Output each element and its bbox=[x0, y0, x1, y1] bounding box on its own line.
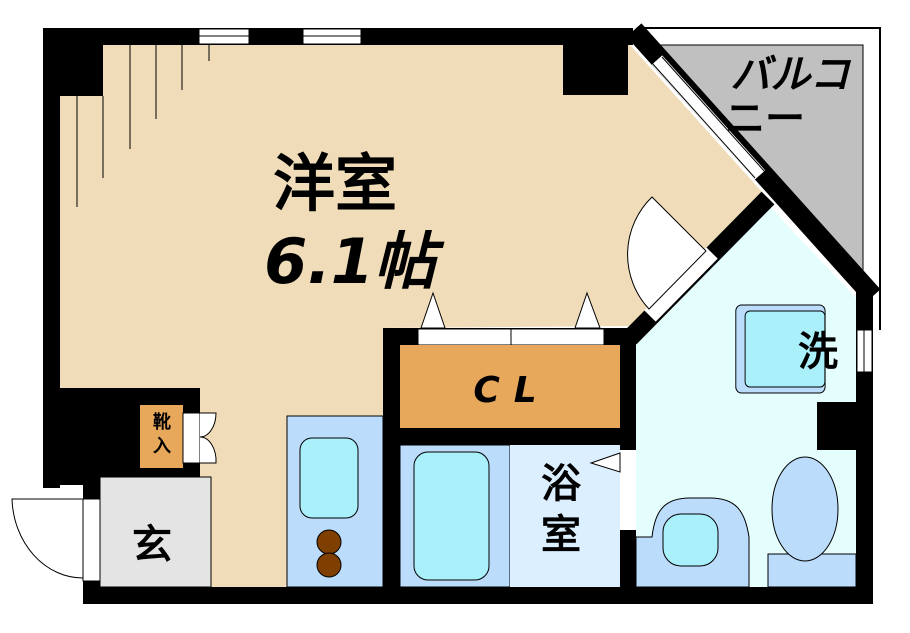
western-room-name: 洋室 bbox=[273, 147, 397, 220]
closet-label: CL bbox=[473, 370, 550, 411]
door-marker bbox=[574, 291, 601, 329]
balcony-window[interactable] bbox=[651, 55, 766, 180]
western-room-size: 6.1帖 bbox=[264, 225, 445, 298]
stove-burner bbox=[316, 529, 342, 555]
windows bbox=[198, 28, 873, 373]
shoe-cabinet bbox=[140, 405, 183, 468]
basin-bowl bbox=[662, 513, 719, 567]
shoe-cabinet-door[interactable] bbox=[182, 412, 201, 464]
washroom-door-swing[interactable] bbox=[627, 196, 707, 310]
washroom-door-opening[interactable] bbox=[644, 247, 718, 322]
bathroom-label-1: 浴 bbox=[541, 461, 582, 507]
bathroom-label-2: 室 bbox=[541, 512, 581, 558]
shoe-cabinet-label-2: 入 bbox=[153, 436, 171, 457]
washer-label: 洗 bbox=[798, 329, 838, 375]
bathroom-door[interactable] bbox=[620, 450, 636, 530]
window-line bbox=[661, 56, 766, 173]
kitchen-sink bbox=[299, 437, 359, 519]
closet bbox=[400, 345, 620, 428]
washing-machine-pan bbox=[744, 310, 826, 388]
shoe-door-swing[interactable] bbox=[199, 412, 217, 464]
bathtub bbox=[413, 451, 490, 581]
entrance-label: 玄 bbox=[132, 522, 172, 568]
door-marker bbox=[589, 452, 621, 473]
entrance-door-swing[interactable] bbox=[11, 498, 84, 579]
stove-burner bbox=[316, 552, 342, 578]
bath-wash-area bbox=[510, 445, 620, 587]
balcony-railing bbox=[637, 27, 881, 330]
balcony-label-2: ニー bbox=[725, 96, 805, 142]
shoe-cabinet-label-1: 靴 bbox=[153, 411, 171, 433]
balcony-label-1: バルコ bbox=[730, 52, 851, 98]
western-room-floor bbox=[60, 45, 762, 587]
room-lines bbox=[76, 45, 210, 207]
entrance-door[interactable] bbox=[82, 498, 101, 582]
toilet-bowl bbox=[771, 456, 839, 562]
window-line bbox=[651, 62, 756, 179]
door-marker bbox=[420, 291, 446, 329]
